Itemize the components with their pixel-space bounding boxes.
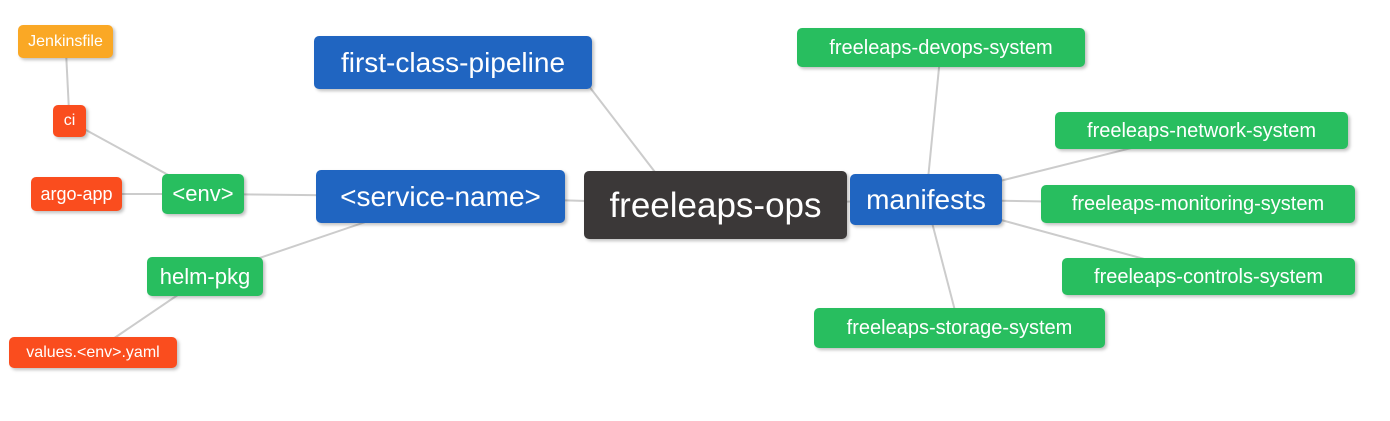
node-freeleaps-network-system[interactable]: freeleaps-network-system: [1055, 112, 1348, 149]
node-argo-app[interactable]: argo-app: [31, 177, 122, 211]
node-jenkinsfile[interactable]: Jenkinsfile: [18, 25, 113, 58]
node-freeleaps-devops-system[interactable]: freeleaps-devops-system: [797, 28, 1085, 67]
node-ci[interactable]: ci: [53, 105, 86, 137]
node-env[interactable]: <env>: [162, 174, 244, 214]
node-first-class-pipeline[interactable]: first-class-pipeline: [314, 36, 592, 89]
node-freeleaps-monitoring-system[interactable]: freeleaps-monitoring-system: [1041, 185, 1355, 223]
node-manifests[interactable]: manifests: [850, 174, 1002, 225]
node-freeleaps-controls-system[interactable]: freeleaps-controls-system: [1062, 258, 1355, 295]
node-service-name[interactable]: <service-name>: [316, 170, 565, 223]
node-helm-pkg[interactable]: helm-pkg: [147, 257, 263, 296]
node-values-env-yaml[interactable]: values.<env>.yaml: [9, 337, 177, 368]
node-freeleaps-storage-system[interactable]: freeleaps-storage-system: [814, 308, 1105, 348]
node-freeleaps-ops[interactable]: freeleaps-ops: [584, 171, 847, 239]
